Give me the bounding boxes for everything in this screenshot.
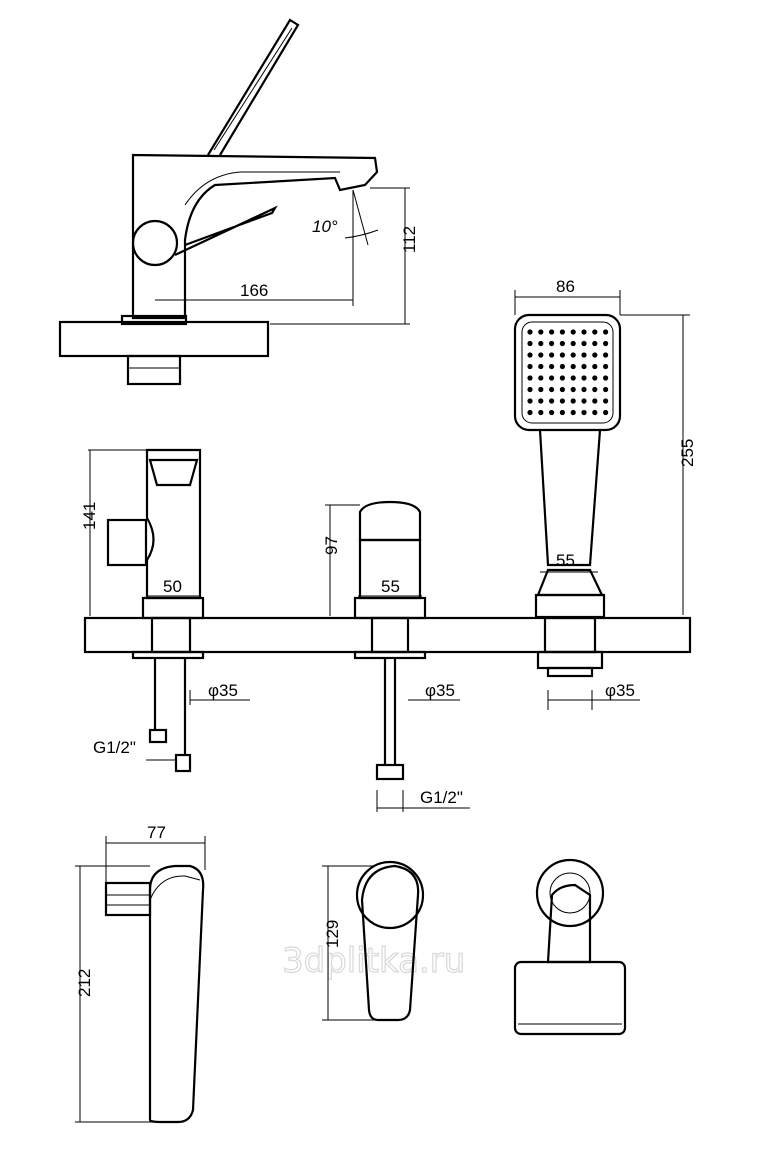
spray-nozzle bbox=[559, 398, 566, 404]
spray-nozzle bbox=[538, 409, 544, 416]
dim-spout-reach: 166 bbox=[240, 281, 268, 300]
spray-nozzle bbox=[603, 386, 609, 393]
spray-nozzle bbox=[527, 398, 533, 404]
spray-nozzle bbox=[527, 352, 533, 358]
dim-valve-hole: φ35 bbox=[425, 681, 455, 700]
hand-shower-front: 86 255 55 bbox=[513, 277, 697, 619]
dim-shower-height: 255 bbox=[678, 439, 697, 467]
spray-nozzle bbox=[527, 363, 533, 370]
dim-valve-height: 97 bbox=[322, 536, 341, 555]
spray-nozzle bbox=[581, 375, 587, 381]
spray-nozzle bbox=[592, 363, 598, 370]
dim-height-112: 112 bbox=[400, 226, 419, 253]
spray-nozzle bbox=[549, 363, 555, 370]
spray-nozzle bbox=[549, 352, 555, 358]
spray-nozzle bbox=[603, 352, 609, 358]
spray-nozzle bbox=[570, 363, 576, 370]
shower-mount: φ35 bbox=[536, 616, 640, 710]
spray-nozzle bbox=[570, 340, 576, 347]
spray-nozzle bbox=[570, 386, 576, 393]
spray-nozzle bbox=[581, 340, 587, 347]
spray-nozzle bbox=[559, 375, 566, 381]
shower-top-view bbox=[513, 858, 627, 1036]
spray-nozzle bbox=[581, 409, 587, 416]
spray-nozzle bbox=[527, 375, 533, 381]
spray-nozzle bbox=[527, 340, 533, 347]
spray-nozzle bbox=[527, 386, 533, 393]
side-view-faucet: 166 112 10° bbox=[58, 18, 419, 386]
spray-nozzle bbox=[549, 375, 555, 381]
diverter-valve: 97 55 φ35 G1/2" bbox=[322, 500, 470, 812]
dim-valve-base: 55 bbox=[381, 577, 400, 596]
dim-head-width: 86 bbox=[556, 277, 575, 296]
dim-spout-hole: φ35 bbox=[208, 681, 238, 700]
spray-nozzle bbox=[592, 352, 598, 358]
spray-nozzle bbox=[570, 352, 576, 358]
spray-nozzle bbox=[603, 398, 609, 404]
spray-nozzle bbox=[592, 398, 598, 404]
spout-side: 141 50 φ35 G1/2" bbox=[80, 448, 250, 773]
watermark: 3dplitka.ru bbox=[282, 941, 465, 981]
spray-nozzle bbox=[559, 363, 566, 370]
countertop-section-front bbox=[83, 616, 692, 654]
spray-nozzle bbox=[570, 409, 576, 416]
dim-spout-base: 50 bbox=[163, 577, 182, 596]
dim-spout-length: 212 bbox=[75, 969, 94, 997]
spray-nozzle bbox=[570, 375, 576, 381]
spray-nozzle bbox=[538, 386, 544, 393]
spray-nozzle bbox=[559, 409, 566, 416]
spray-nozzle bbox=[603, 329, 609, 335]
spray-nozzle bbox=[592, 329, 598, 335]
spray-nozzle bbox=[581, 352, 587, 358]
spray-nozzle bbox=[559, 386, 566, 393]
spray-nozzle bbox=[538, 375, 544, 381]
spray-nozzle bbox=[538, 363, 544, 370]
valve-top-view: 129 bbox=[322, 860, 425, 1022]
valve-thread: G1/2" bbox=[420, 788, 463, 807]
spray-nozzle bbox=[603, 363, 609, 370]
spray-nozzle bbox=[592, 340, 598, 347]
dim-spout-width: 77 bbox=[147, 823, 166, 842]
spray-nozzle bbox=[527, 409, 533, 416]
dim-handle-length: 129 bbox=[323, 920, 342, 948]
spray-nozzle bbox=[570, 329, 576, 335]
dim-shower-base: 55 bbox=[556, 551, 575, 570]
spray-nozzle bbox=[559, 329, 566, 335]
spray-nozzle bbox=[581, 363, 587, 370]
spray-nozzle bbox=[549, 340, 555, 347]
spray-nozzle bbox=[549, 398, 555, 404]
spray-nozzle bbox=[538, 329, 544, 335]
spray-nozzle bbox=[549, 409, 555, 416]
spray-nozzle bbox=[603, 375, 609, 381]
spray-nozzle bbox=[559, 352, 566, 358]
spray-nozzle bbox=[581, 386, 587, 393]
handle-knob bbox=[131, 219, 179, 267]
spout-top-view: 77 212 bbox=[75, 823, 206, 1124]
dim-spout-height: 141 bbox=[80, 502, 99, 530]
spray-nozzle bbox=[538, 340, 544, 347]
spray-nozzle bbox=[592, 386, 598, 393]
spray-nozzle bbox=[592, 409, 598, 416]
countertop-section bbox=[58, 320, 270, 358]
spout-thread: G1/2" bbox=[93, 738, 136, 757]
spray-nozzle bbox=[549, 386, 555, 393]
spray-nozzle bbox=[581, 329, 587, 335]
spray-nozzle bbox=[527, 329, 533, 335]
spray-nozzle bbox=[559, 340, 566, 347]
spray-nozzle bbox=[603, 340, 609, 347]
spray-nozzle bbox=[570, 398, 576, 404]
spray-nozzle bbox=[538, 352, 544, 358]
spray-nozzle bbox=[592, 375, 598, 381]
spray-nozzle bbox=[581, 398, 587, 404]
dim-angle: 10° bbox=[312, 217, 338, 236]
spray-nozzle bbox=[603, 409, 609, 416]
spray-nozzle bbox=[538, 398, 544, 404]
dim-shower-hole: φ35 bbox=[605, 681, 635, 700]
spray-nozzle bbox=[549, 329, 555, 335]
